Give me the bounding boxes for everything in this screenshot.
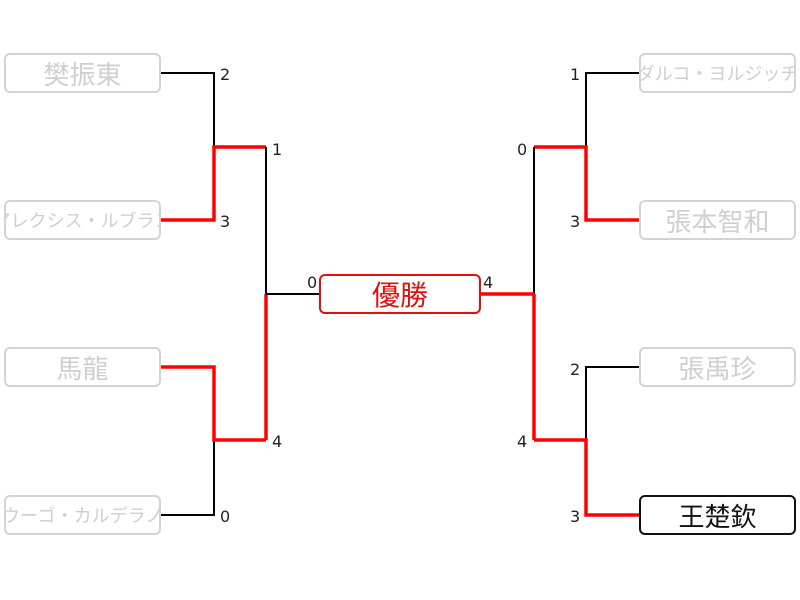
score-l2: 3 [220,212,231,231]
score-r-final: 4 [483,273,494,292]
line-r4-win [534,438,640,517]
player-box-r1: ダルコ・ヨルジッチ [639,53,796,93]
line-r3 [585,366,640,440]
player-name: 馬龍 [56,354,109,385]
score-r4: 3 [570,507,581,526]
score-l3: 4 [272,432,283,451]
player-box-l2: アレクシス・ルブラン [4,200,161,240]
line-l1 [160,72,215,147]
player-name: 樊振東 [43,60,122,91]
line-l3-win [160,365,266,442]
final-label: 優勝 [371,279,428,312]
player-name: ダルコ・ヨルジッチ [639,64,796,85]
line-l4 [160,440,215,516]
score-r1: 1 [570,65,581,84]
line-r1 [585,72,640,147]
player-name: ウーゴ・カルデラノ [4,506,161,527]
line-l2-win [160,145,266,222]
score-r-sf-top: 0 [517,140,528,159]
final-box: 優勝 [319,274,481,314]
score-l1: 2 [220,65,231,84]
line-r2-win [534,145,640,222]
player-box-r3: 張禹珍 [639,347,796,387]
score-l-final: 0 [307,273,318,292]
score-l-sf-top: 1 [272,140,283,159]
player-name: 張本智和 [665,207,770,238]
player-box-l1: 樊振東 [4,53,161,93]
player-box-r4: 王楚欽 [639,495,796,535]
player-name: 王楚欽 [678,502,757,533]
player-box-r2: 張本智和 [639,200,796,240]
score-r2: 3 [570,212,581,231]
score-r3: 2 [570,360,581,379]
score-r-sf-bottom: 4 [517,432,528,451]
player-box-l4: ウーゴ・カルデラノ [4,495,161,535]
player-name: 張禹珍 [678,354,757,385]
score-l4: 0 [220,507,231,526]
player-box-l3: 馬龍 [4,347,161,387]
player-name: アレクシス・ルブラン [6,211,159,232]
